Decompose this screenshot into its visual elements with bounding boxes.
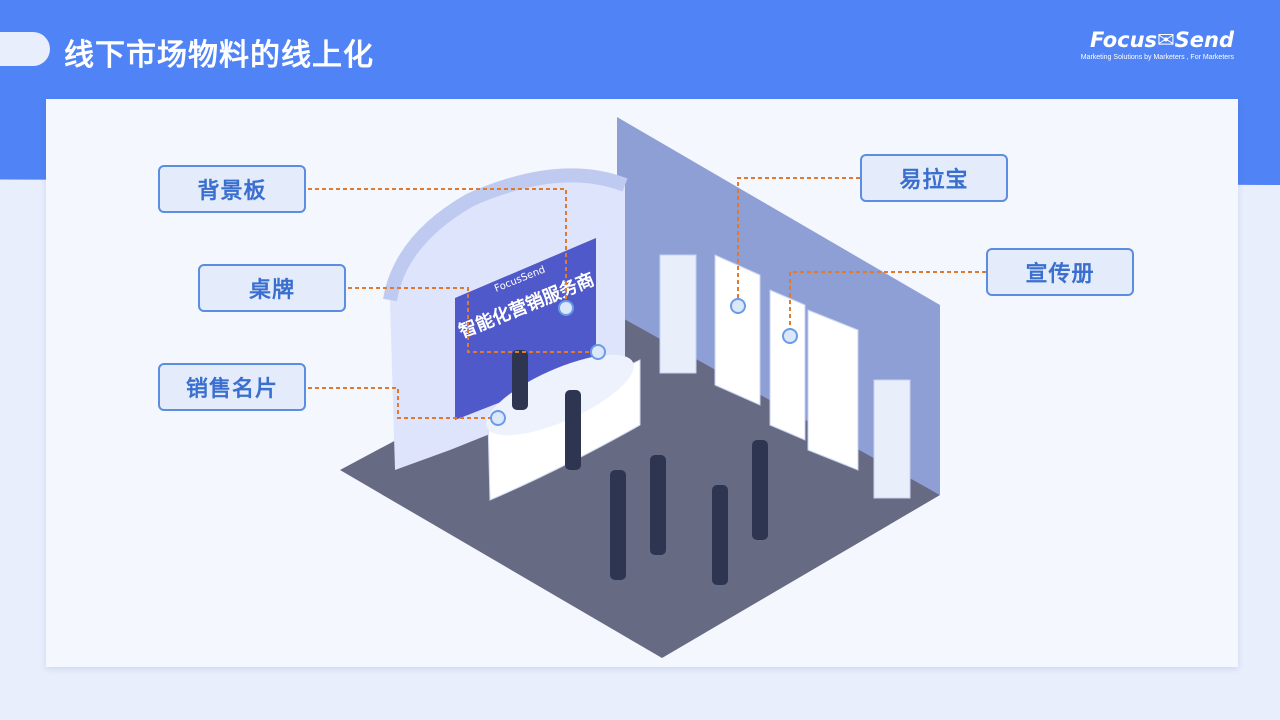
brochure-rack: [769, 289, 806, 441]
label-brochure: 宣传册: [986, 248, 1134, 296]
label-rollup-banner: 易拉宝: [860, 154, 1008, 202]
label-backdrop: 背景板: [158, 165, 306, 213]
leader-lines: [308, 177, 986, 419]
header-pill: [0, 32, 50, 66]
brand-logo: Focus✉Send Marketing Solutions by Market…: [1081, 28, 1234, 61]
logo-brand: Focus✉Send: [1090, 28, 1234, 52]
desk-top: [486, 354, 634, 436]
label-business-card: 销售名片: [158, 363, 306, 411]
logo-tagline: Marketing Solutions by Marketers , For M…: [1080, 54, 1234, 61]
leader-endpoints: [490, 298, 798, 426]
display-shelf-right: [873, 379, 911, 499]
people-group: [512, 350, 768, 585]
display-shelf-left: [659, 254, 697, 374]
backdrop-truss: [383, 168, 628, 302]
label-table-sign: 桌牌: [198, 264, 346, 312]
rollup-banner-1: [714, 254, 761, 406]
rollup-banner-2: [807, 309, 859, 471]
page-title: 线下市场物料的线上化: [64, 38, 374, 73]
